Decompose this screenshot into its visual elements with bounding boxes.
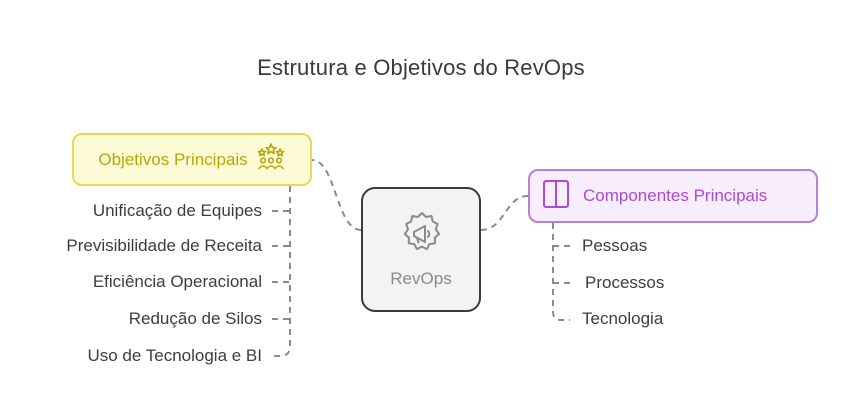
- diagram-title: Estrutura e Objetivos do RevOps: [257, 55, 585, 80]
- objectives-node: Objetivos Principais: [72, 133, 312, 186]
- revops-label: RevOps: [390, 269, 452, 288]
- connector-objectives-spine: [270, 186, 291, 357]
- component-item-3: Tecnologia: [582, 309, 664, 328]
- components-label: Componentes Principais: [583, 186, 768, 205]
- megaphone-gear-icon: [397, 209, 447, 264]
- objective-item-2: Previsibilidade de Receita: [66, 236, 262, 255]
- objective-item-4: Redução de Silos: [128, 309, 262, 328]
- objective-item-5: Uso de Tecnologia e BI: [87, 346, 262, 365]
- team-stars-icon: [256, 142, 286, 177]
- components-node: Componentes Principais: [528, 169, 818, 223]
- component-item-1: Pessoas: [582, 236, 648, 255]
- connector-center-to-components: [480, 195, 529, 231]
- connector-components-spine: [552, 223, 570, 321]
- revops-center-node: RevOps: [361, 187, 481, 312]
- objective-item-1: Unificação de Equipes: [92, 201, 262, 220]
- objective-item-3: Eficiência Operacional: [92, 272, 262, 291]
- connector-center-to-objectives: [311, 159, 362, 231]
- component-item-2: Processos: [585, 273, 665, 292]
- objectives-label: Objetivos Principais: [98, 149, 248, 169]
- columns-icon: [542, 179, 570, 214]
